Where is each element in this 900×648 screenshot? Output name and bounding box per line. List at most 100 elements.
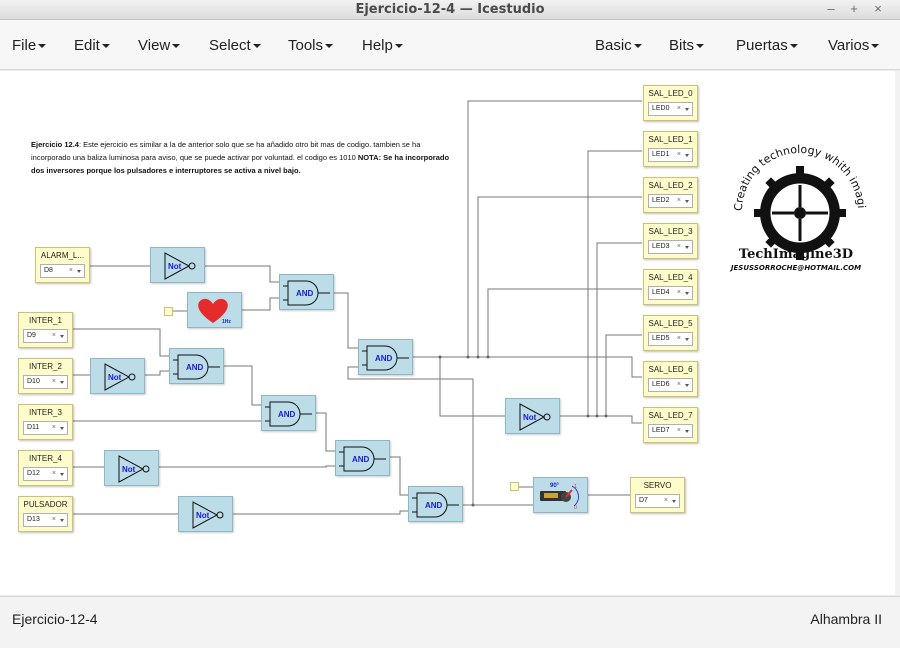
menu-varios[interactable]: Varios [828, 37, 880, 54]
not-gate[interactable]: Not [505, 398, 560, 434]
pin-select[interactable]: LED2 × [648, 194, 693, 208]
menu-bits[interactable]: Bits [669, 37, 705, 54]
and-gate-label: AND [186, 363, 204, 372]
clear-icon[interactable]: × [676, 335, 681, 342]
pin-value: LED3 [652, 243, 670, 250]
menu-select[interactable]: Select [209, 37, 261, 54]
close-button[interactable]: × [874, 1, 882, 16]
output-sal-led-2[interactable]: SAL_LED_2 LED2× [643, 177, 698, 213]
and-gate[interactable]: AND [335, 440, 390, 476]
servo-param[interactable] [510, 482, 519, 491]
and-gate-label: AND [352, 455, 370, 464]
minimize-button[interactable]: – [827, 1, 835, 16]
not-gate-label: Not [196, 511, 210, 520]
not-gate[interactable]: Not [150, 247, 205, 283]
pin-select[interactable]: LED7× [648, 424, 693, 438]
output-sal-led-7[interactable]: SAL_LED_7 LED7× [643, 407, 698, 443]
input-label: INTER_2 [29, 362, 62, 371]
menu-help[interactable]: Help [362, 37, 403, 54]
clear-icon[interactable]: × [51, 332, 56, 339]
chevron-down-icon [60, 519, 64, 522]
input-inter-3[interactable]: INTER_3 D11× [18, 404, 73, 440]
pin-select[interactable]: LED4× [648, 286, 693, 300]
clear-icon[interactable]: × [676, 289, 681, 296]
input-inter-1[interactable]: INTER_1 D9× [18, 312, 73, 348]
chevron-down-icon [60, 427, 64, 430]
output-sal-led-1[interactable]: SAL_LED_1 LED1× [643, 131, 698, 167]
clear-icon[interactable]: × [676, 197, 681, 204]
wire-layer [72, 100, 642, 515]
logo-brand: TechImagine3D [738, 247, 854, 262]
heart-blinker[interactable]: 1Hz [187, 292, 242, 328]
output-sal-led-5[interactable]: SAL_LED_5 LED5× [643, 315, 698, 351]
pin-select[interactable]: D9× [23, 329, 68, 343]
clear-icon[interactable]: × [676, 151, 681, 158]
input-alarm[interactable]: ALARM_L... D8× [35, 247, 90, 283]
and-gate[interactable]: AND [169, 348, 224, 384]
menu-bits-label: Bits [669, 37, 695, 54]
pin-select[interactable]: D7× [635, 494, 680, 508]
logo-email: JESUSSORROCHE@HOTMAIL.COM [730, 264, 862, 272]
pin-select[interactable]: D11 × [23, 421, 68, 435]
clear-icon[interactable]: × [51, 378, 56, 385]
and-gate[interactable]: AND [261, 395, 316, 431]
menu-puertas[interactable]: Puertas [736, 37, 798, 54]
not-gate[interactable]: Not [104, 450, 159, 486]
menu-help-label: Help [362, 37, 393, 54]
clear-icon[interactable]: × [676, 243, 681, 250]
pin-select[interactable]: LED3 × [648, 240, 693, 254]
menu-file[interactable]: File [12, 37, 47, 54]
input-pulsador[interactable]: PULSADOR D13× [18, 496, 73, 532]
and-gate[interactable]: AND [408, 486, 463, 522]
clear-icon[interactable]: × [51, 470, 56, 477]
pin-value: D10 [27, 378, 40, 385]
output-label: SERVO [643, 481, 672, 490]
pin-select[interactable]: LED6× [648, 378, 693, 392]
not-gate[interactable]: Not [90, 358, 145, 394]
output-servo[interactable]: SERVO D7× [630, 477, 685, 513]
board-name[interactable]: Alhambra II [810, 611, 882, 627]
clear-icon[interactable]: × [51, 516, 56, 523]
pin-select[interactable]: D10 × [23, 375, 68, 389]
and-gate[interactable]: AND [279, 274, 334, 310]
output-label: SAL_LED_4 [648, 273, 693, 282]
clear-icon[interactable]: × [68, 267, 73, 274]
servo-block[interactable]: 90° 1 0 [533, 477, 588, 513]
clear-icon[interactable]: × [676, 427, 681, 434]
clear-icon[interactable]: × [51, 424, 56, 431]
and-gate[interactable]: AND [358, 339, 413, 375]
not-gate[interactable]: Not [178, 496, 233, 532]
pin-value: D11 [27, 424, 40, 431]
pin-select[interactable]: LED0 × [648, 102, 693, 116]
not-gate-icon: Not [164, 252, 196, 280]
not-gate-icon: Not [118, 455, 150, 483]
and-gate-label: AND [278, 410, 296, 419]
pin-value: LED0 [652, 105, 670, 112]
pin-select[interactable]: LED1× [648, 148, 693, 162]
menu-edit[interactable]: Edit [74, 37, 110, 54]
maximize-button[interactable]: + [850, 1, 858, 16]
clear-icon[interactable]: × [663, 497, 668, 504]
output-sal-led-0[interactable]: SAL_LED_0 LED0× [643, 85, 698, 121]
pin-select[interactable]: D12× [23, 467, 68, 481]
pin-select[interactable]: D8 × [40, 264, 85, 278]
input-inter-2[interactable]: INTER_2 D10 × [18, 358, 73, 394]
menu-tools[interactable]: Tools [288, 37, 334, 54]
output-sal-led-4[interactable]: SAL_LED_4 LED4× [643, 269, 698, 305]
menu-view[interactable]: View [138, 37, 181, 54]
pin-select[interactable]: LED5× [648, 332, 693, 346]
input-inter-4[interactable]: INTER_4 D12× [18, 450, 73, 486]
pin-value: LED2 [652, 197, 670, 204]
canvas-scrollbar[interactable] [895, 71, 900, 595]
clear-icon[interactable]: × [676, 105, 681, 112]
output-sal-led-6[interactable]: SAL_LED_6 LED6× [643, 361, 698, 397]
output-sal-led-3[interactable]: SAL_LED_3 LED3× [643, 223, 698, 259]
design-canvas[interactable]: Ejercicio 12.4: Este ejercicio es simila… [0, 71, 895, 595]
blinker-param[interactable] [164, 307, 173, 316]
clear-icon[interactable]: × [676, 381, 681, 388]
chevron-down-icon [77, 270, 81, 273]
pin-select[interactable]: D13× [23, 513, 68, 527]
pin-value: D8 [44, 267, 53, 274]
menu-view-label: View [138, 37, 171, 54]
menu-basic[interactable]: Basic [595, 37, 642, 54]
